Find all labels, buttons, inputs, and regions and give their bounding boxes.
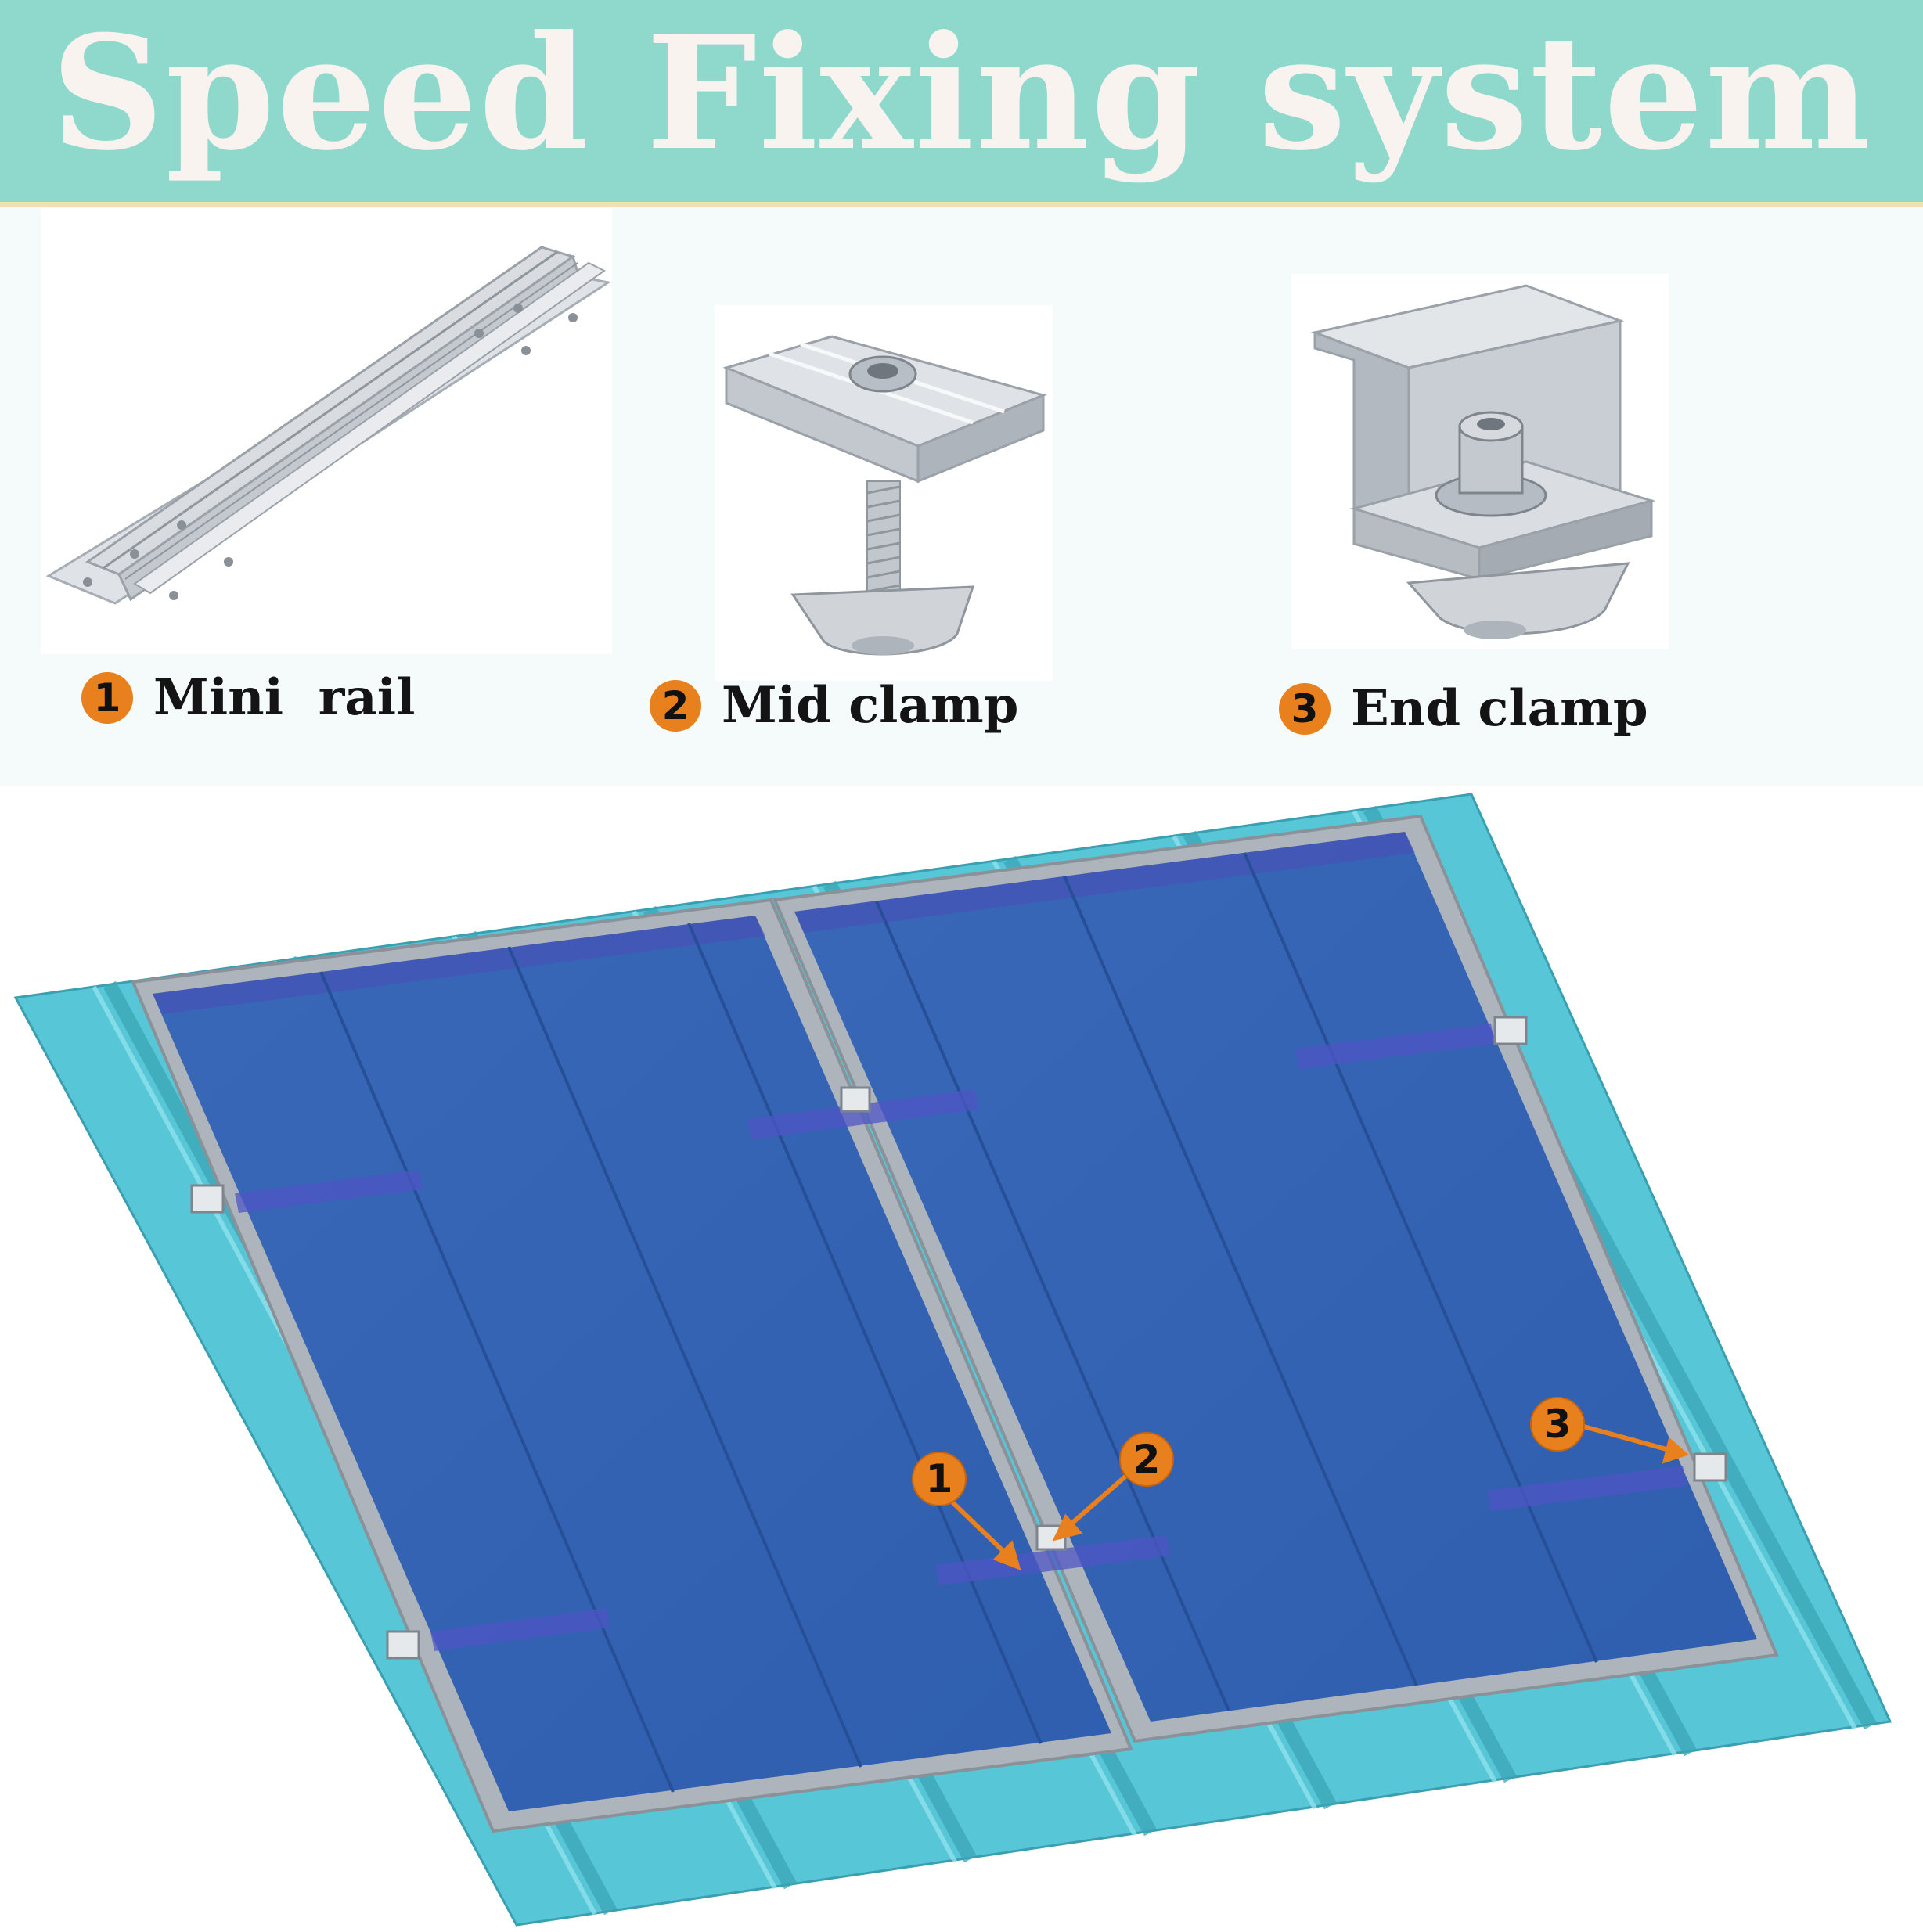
roof-installation-diagram (13, 793, 1892, 1927)
callout-arrows (949, 1423, 1689, 1570)
end-clamp-image (1291, 274, 1669, 649)
page-title: Speed Fixing system (51, 2, 1872, 185)
title-banner: Speed Fixing system (0, 0, 1923, 207)
mid-clamp-icon (722, 335, 1047, 656)
mini-rail-number-badge: 1 (81, 671, 133, 724)
end-clamp-icon (1310, 284, 1656, 639)
mini-rail-image (41, 208, 612, 654)
mid-clamp-image (715, 305, 1053, 681)
mid-clamp-label: Mid clamp (722, 676, 1019, 735)
mini-rail-caption: 1 Mini rail (81, 668, 415, 727)
end-clamp-number-badge: 3 (1279, 682, 1331, 735)
solar-panel-left (131, 898, 1133, 1833)
mini-rails (235, 1024, 1687, 1651)
callout-mid-clamp-badge: 2 (1119, 1432, 1174, 1487)
mini-rail-label: Mini rail (153, 668, 416, 727)
end-clamp-label: End clamp (1351, 679, 1648, 738)
end-clamp-caption: 3 End clamp (1279, 679, 1648, 738)
product-row: 1 Mini rail 2 (0, 207, 1923, 786)
callout-end-clamp-badge: 3 (1530, 1397, 1585, 1452)
mid-clamp-number-badge: 2 (650, 679, 701, 732)
callout-mini-rail-badge: 1 (912, 1452, 967, 1506)
mini-rail-icon (45, 246, 611, 605)
mid-clamp-caption: 2 Mid clamp (650, 676, 1018, 735)
